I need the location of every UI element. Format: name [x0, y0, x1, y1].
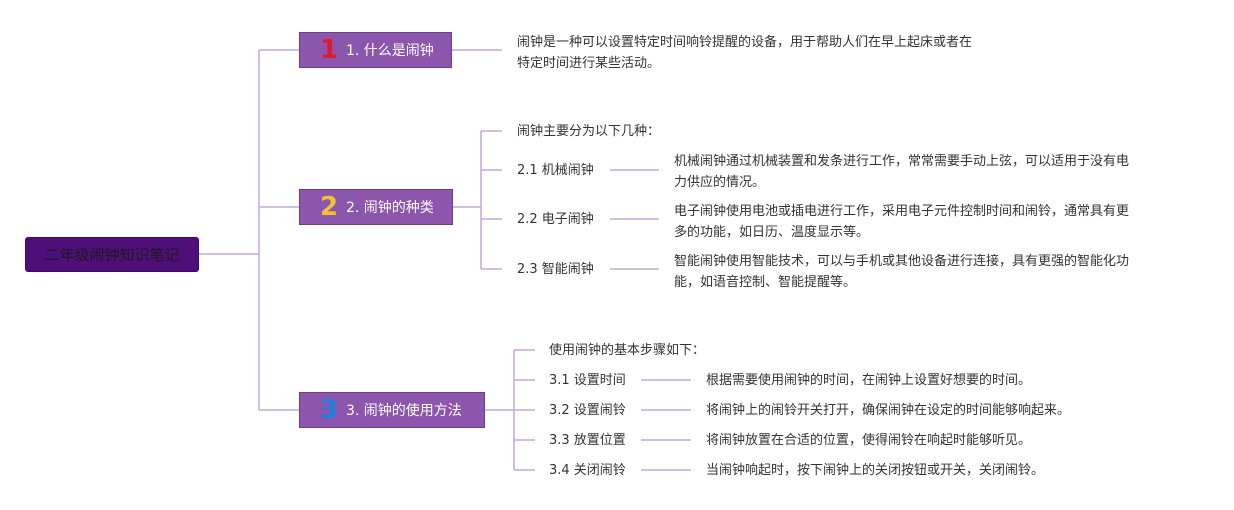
topic-node-3[interactable]: 3 3. 闹钟的使用方法	[299, 392, 485, 428]
topic-2-label: 2. 闹钟的种类	[346, 200, 434, 216]
subtopic-2-3-label[interactable]: 2.3 智能闹钟	[517, 262, 594, 277]
description-line: 电子闹钟使用电池或插电进行工作，采用电子元件控制时间和闹铃，通常具有更	[674, 204, 1130, 219]
subtopic-3-2-label[interactable]: 3.2 设置闹铃	[549, 403, 626, 418]
description-line: 机械闹钟通过机械装置和发条进行工作，常常需要手动上弦，可以适用于没有电	[674, 154, 1130, 169]
topic-node-2[interactable]: 2 2. 闹钟的种类	[299, 189, 453, 225]
subtopic-3-2-description: 将闹钟上的闹铃开关打开，确保闹钟在设定的时间能够响起来。	[706, 403, 1071, 418]
number-one-icon: 1	[319, 35, 339, 65]
subtopic-2-2-description: 电子闹钟使用电池或插电进行工作，采用电子元件控制时间和闹铃，通常具有更 多的功能…	[674, 201, 1129, 243]
subtopic-3-1-description: 根据需要使用闹钟的时间，在闹钟上设置好想要的时间。	[706, 373, 1032, 388]
description-line: 多的功能，如日历、温度显示等。	[674, 225, 870, 240]
subtopic-3-4-description: 当闹钟响起时，按下闹钟上的关闭按钮或开关，关闭闹铃。	[706, 463, 1045, 478]
description-line: 闹钟是一种可以设置特定时间响铃提醒的设备，用于帮助人们在早上起床或者在	[517, 35, 973, 50]
topic-1-description: 闹钟是一种可以设置特定时间响铃提醒的设备，用于帮助人们在早上起床或者在 特定时间…	[517, 32, 972, 74]
description-line: 力供应的情况。	[674, 175, 766, 190]
number-two-icon: 2	[319, 192, 339, 222]
subtopic-2-1-description: 机械闹钟通过机械装置和发条进行工作，常常需要手动上弦，可以适用于没有电 力供应的…	[674, 151, 1129, 193]
root-label: 二年级闹钟知识笔记	[44, 246, 180, 264]
description-line: 特定时间进行某些活动。	[517, 56, 661, 71]
subtopic-3-4-label[interactable]: 3.4 关闭闹铃	[549, 463, 626, 478]
subtopic-2-1-label[interactable]: 2.1 机械闹钟	[517, 163, 594, 178]
topic-3-intro: 使用闹钟的基本步骤如下：	[549, 343, 706, 358]
root-node[interactable]: 二年级闹钟知识笔记	[25, 237, 199, 272]
topic-2-intro: 闹钟主要分为以下几种：	[517, 124, 661, 139]
description-line: 智能闹钟使用智能技术，可以与手机或其他设备进行连接，具有更强的智能化功	[674, 254, 1130, 269]
subtopic-3-3-description: 将闹钟放置在合适的位置，使得闹铃在响起时能够听见。	[706, 433, 1032, 448]
topic-1-label: 1. 什么是闹钟	[346, 43, 434, 59]
subtopic-2-3-description: 智能闹钟使用智能技术，可以与手机或其他设备进行连接，具有更强的智能化功 能，如语…	[674, 251, 1129, 293]
topic-node-1[interactable]: 1 1. 什么是闹钟	[299, 32, 452, 68]
subtopic-2-2-label[interactable]: 2.2 电子闹钟	[517, 212, 594, 227]
subtopic-3-1-label[interactable]: 3.1 设置时间	[549, 373, 626, 388]
subtopic-3-3-label[interactable]: 3.3 放置位置	[549, 433, 626, 448]
description-line: 能，如语音控制、智能提醒等。	[674, 275, 857, 290]
number-three-icon: 3	[319, 395, 339, 425]
topic-3-label: 3. 闹钟的使用方法	[346, 403, 462, 419]
